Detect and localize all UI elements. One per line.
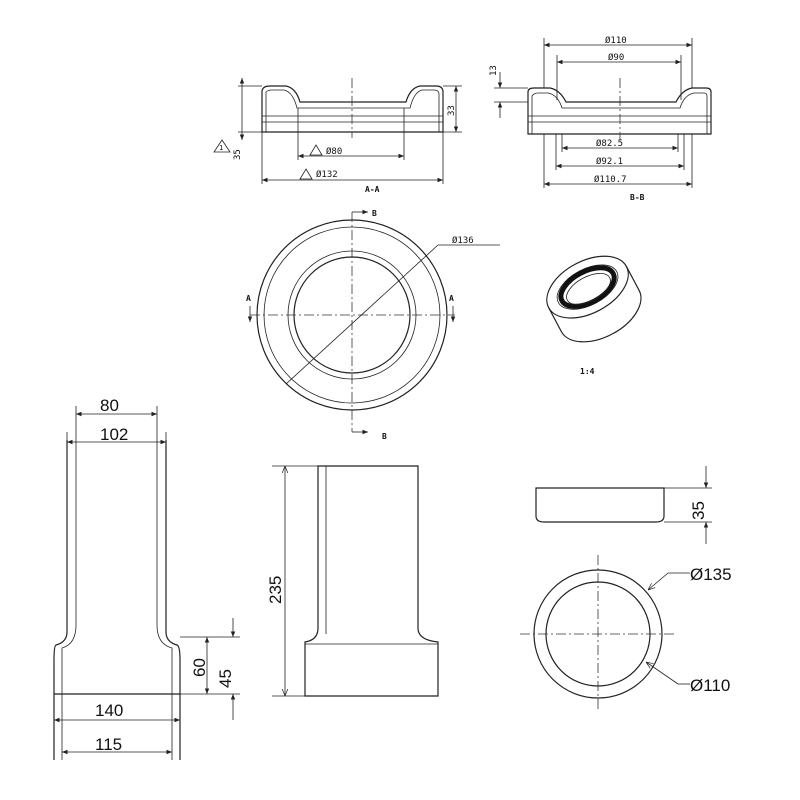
cut-a-right: A — [449, 294, 454, 303]
section-aa-label: A-A — [365, 185, 380, 194]
dim-bb-110-top: Ø110 — [605, 35, 627, 46]
dim-pipe-45: 45 — [216, 669, 235, 688]
dim-cap-110: Ø110 — [690, 676, 730, 695]
dim-pipe-102: 102 — [100, 425, 128, 444]
pipe-left-view: 80 102 140 115 60 45 — [53, 396, 240, 760]
dim-aa-80: Ø80 — [326, 146, 342, 157]
dim-bb-110-7: Ø110.7 — [594, 174, 627, 185]
dim-bb-13: 13 — [489, 65, 499, 76]
pipe-mid-view: 235 — [266, 465, 439, 697]
dim-bb-92-1: Ø92.1 — [596, 156, 623, 167]
iso-scale: 1:4 — [580, 367, 595, 376]
cut-b-bottom: B — [382, 432, 387, 441]
cap-view: 35 Ø135 Ø110 — [520, 466, 732, 712]
dim-bb-82-5: Ø82.5 — [596, 138, 623, 149]
dim-mid-235: 235 — [266, 576, 285, 604]
dim-aa-33: 33 — [447, 105, 457, 116]
top-view: Ø136 B B A A — [246, 209, 500, 441]
dim-aa-35: 35 — [233, 149, 243, 160]
iso-view — [546, 255, 642, 343]
dim-cap-35: 35 — [689, 501, 708, 520]
dim-bb-90: Ø90 — [608, 52, 624, 63]
cut-a-left: A — [246, 294, 251, 303]
note-triangle-icon — [213, 139, 231, 153]
dim-cap-135: Ø135 — [690, 565, 732, 584]
dim-aa-132: Ø132 — [316, 169, 338, 180]
note-marker: 1 — [219, 144, 223, 152]
dim-pipe-115: 115 — [95, 735, 122, 754]
section-bb-view: Ø110 Ø90 13 Ø82.5 Ø92.1 Ø110.7 B-B — [489, 35, 712, 202]
dim-pipe-80: 80 — [100, 396, 119, 415]
section-aa-view: 35 1 33 Ø80 Ø132 A-A — [213, 78, 462, 194]
dim-pipe-60: 60 — [190, 658, 209, 677]
section-bb-label: B-B — [630, 193, 645, 202]
dim-pipe-140: 140 — [95, 701, 123, 720]
dim-top-136: Ø136 — [452, 235, 474, 246]
cut-b-top: B — [372, 209, 377, 218]
